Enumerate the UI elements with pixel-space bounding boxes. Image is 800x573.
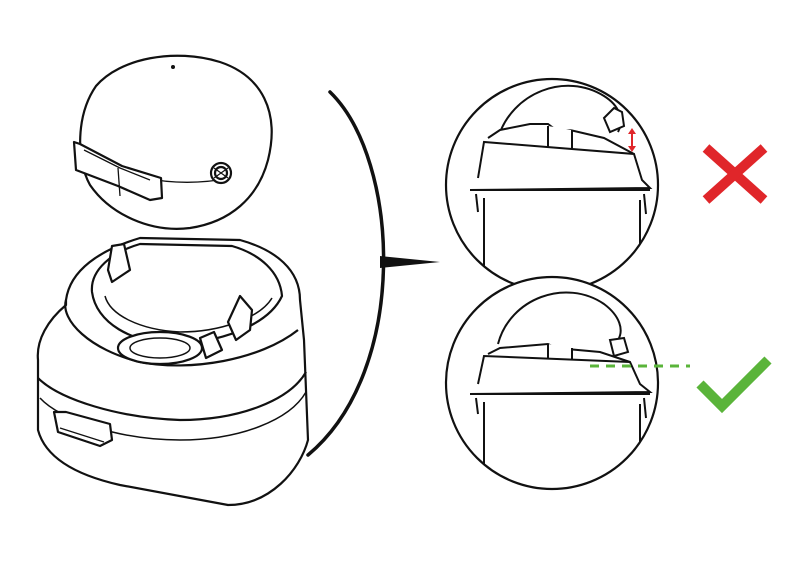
cross-icon: [702, 144, 768, 204]
gap-arrow: [628, 128, 636, 152]
checkmark-icon: [696, 356, 772, 414]
lid-latch: [209, 161, 233, 185]
detail-bracket: [306, 90, 440, 457]
base: [36, 236, 310, 507]
detail-incorrect: [444, 77, 660, 293]
lid: [72, 54, 273, 230]
detail-correct: [444, 275, 690, 491]
